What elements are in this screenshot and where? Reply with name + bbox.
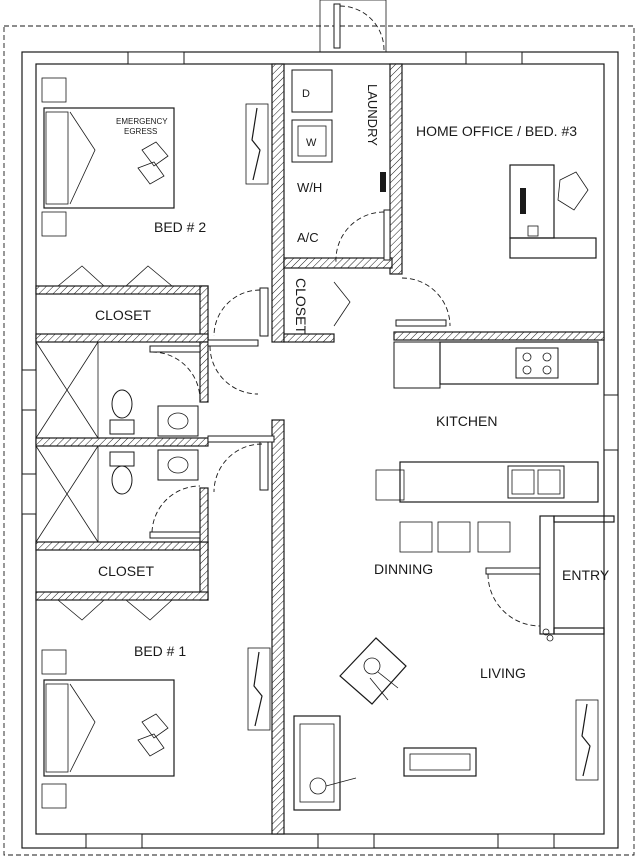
- emergency-egress-label-1: EMERGENCY: [116, 117, 168, 126]
- water-heater-label: W/H: [297, 180, 322, 195]
- office-door: [395, 277, 451, 327]
- exterior-walls: [21, 51, 619, 849]
- property-boundary: [3, 25, 635, 856]
- closet-small-label: CLOSET: [293, 278, 309, 334]
- windows: [21, 51, 619, 849]
- emergency-egress-label-2: EGRESS: [124, 127, 157, 136]
- interior-walls: [35, 63, 615, 835]
- kitchen-counters: [375, 341, 599, 553]
- washer-label: W: [306, 137, 317, 149]
- closet-top-doors: [57, 265, 173, 287]
- dinning-label: DINNING: [374, 561, 433, 577]
- bed2-label: BED # 2: [154, 219, 206, 235]
- laundry-label: LAUNDRY: [365, 84, 380, 146]
- kitchen-label: KITCHEN: [436, 413, 497, 429]
- bed1-furniture: [41, 647, 271, 809]
- bed2-door: [213, 287, 269, 337]
- ac-label: A/C: [297, 230, 319, 245]
- closet-bottom-doors: [57, 599, 173, 621]
- closet-top-label: CLOSET: [95, 307, 151, 323]
- living-label: LIVING: [480, 665, 526, 681]
- closet-bottom-label: CLOSET: [98, 563, 154, 579]
- dryer-label: D: [302, 88, 310, 100]
- closet-small-door: [333, 281, 351, 327]
- bathrooms: [35, 341, 201, 543]
- hall-doors: [207, 339, 275, 493]
- laundry-door: [335, 209, 391, 263]
- entry-door: [485, 567, 554, 642]
- office-label: HOME OFFICE / BED. #3: [416, 123, 577, 139]
- bed2-furniture: [41, 77, 269, 237]
- entry-label: ENTRY: [562, 567, 610, 583]
- bed1-label: BED # 1: [134, 643, 186, 659]
- rear-laundry-door: [319, 0, 387, 53]
- office-desk: [509, 164, 597, 259]
- living-furniture: [293, 637, 599, 811]
- laundry-appliances: [291, 69, 386, 192]
